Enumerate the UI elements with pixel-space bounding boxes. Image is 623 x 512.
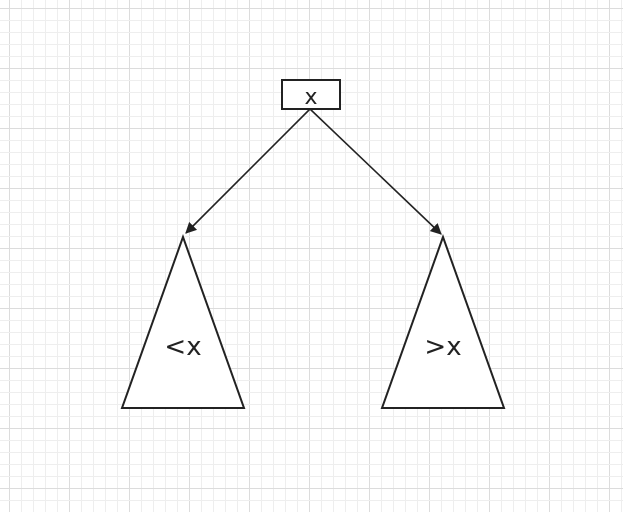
edge-root-to-left xyxy=(185,108,311,234)
left-subtree-triangle xyxy=(120,234,246,409)
right-subtree-label: >x xyxy=(424,332,461,362)
right-subtree-triangle xyxy=(380,234,506,409)
root-node xyxy=(281,79,341,110)
left-subtree-label: <x xyxy=(164,332,201,362)
root-node-label: x xyxy=(304,85,317,110)
edge-root-to-right xyxy=(309,108,442,235)
